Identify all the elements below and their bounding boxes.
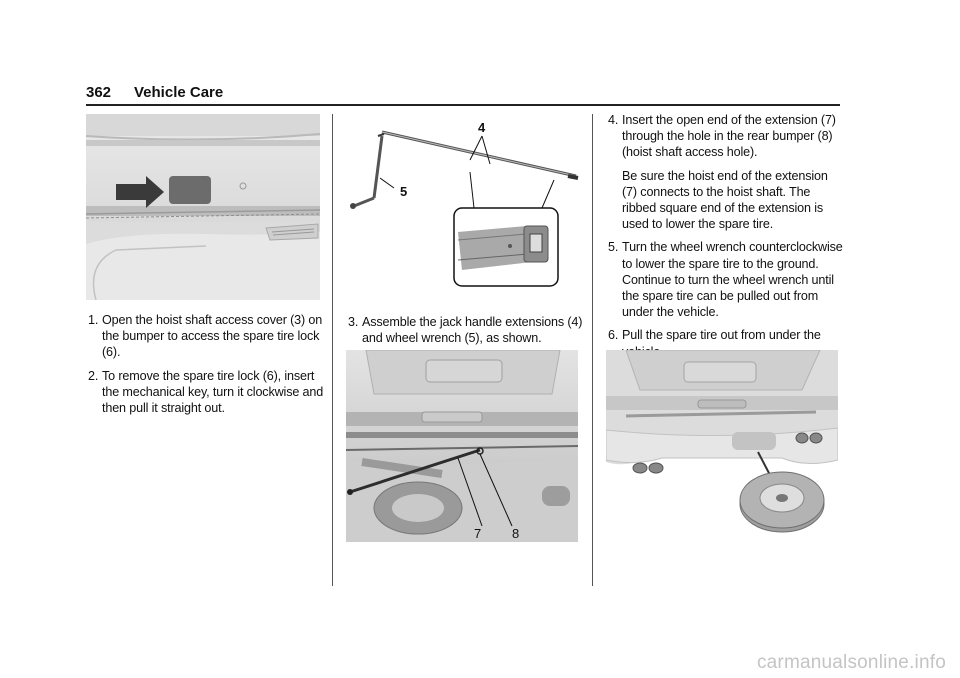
- step-text: To remove the spare tire lock (6), inser…: [102, 368, 324, 416]
- column3-steps: 4. Insert the open end of the extension …: [608, 112, 844, 367]
- extension-insertion-figure: 7 8: [346, 350, 578, 542]
- section-title: Vehicle Care: [134, 84, 224, 101]
- step-text: Turn the wheel wrench counterclockwise t…: [622, 240, 843, 320]
- step-number: 3.: [348, 315, 359, 329]
- page-header: 362 Vehicle Care: [86, 84, 223, 101]
- step-number: 5.: [608, 240, 619, 255]
- step-text: Insert the open end of the extension (7)…: [622, 113, 836, 160]
- step-5: 5. Turn the wheel wrench counterclockwis…: [608, 239, 844, 320]
- page-number: 362: [86, 84, 112, 101]
- column2-steps: 3. Assemble the jack handle extensions (…: [348, 314, 584, 353]
- column-divider-1: [332, 114, 333, 586]
- step-4: 4. Insert the open end of the extension …: [608, 112, 844, 161]
- step-number: 2.: [88, 368, 99, 383]
- jack-handle-assembly-figure: 4 5: [346, 114, 580, 290]
- step-2: 2. To remove the spare tire lock (6), in…: [88, 368, 326, 417]
- bumper-access-cover-figure: [86, 114, 320, 300]
- callout-7: 7: [474, 526, 481, 541]
- step-number: 6.: [608, 328, 619, 343]
- callout-5: 5: [400, 184, 407, 199]
- step-3: 3. Assemble the jack handle extensions (…: [348, 314, 584, 346]
- spare-tire-lowered-figure: [606, 350, 838, 538]
- step-text: Open the hoist shaft access cover (3) on…: [102, 313, 323, 360]
- callout-4: 4: [478, 120, 486, 135]
- header-rule: [86, 104, 840, 106]
- step-number: 1.: [88, 313, 99, 327]
- column1-steps: 1. Open the hoist shaft access cover (3)…: [88, 312, 326, 423]
- step-4-note: Be sure the hoist end of the extension (…: [622, 168, 828, 232]
- step-text: Assemble the jack handle extensions (4) …: [362, 315, 583, 346]
- column-divider-2: [592, 114, 593, 586]
- watermark: carmanualsonline.info: [756, 652, 946, 673]
- step-1: 1. Open the hoist shaft access cover (3)…: [88, 312, 326, 361]
- step-number: 4.: [608, 113, 619, 127]
- callout-8: 8: [512, 526, 519, 541]
